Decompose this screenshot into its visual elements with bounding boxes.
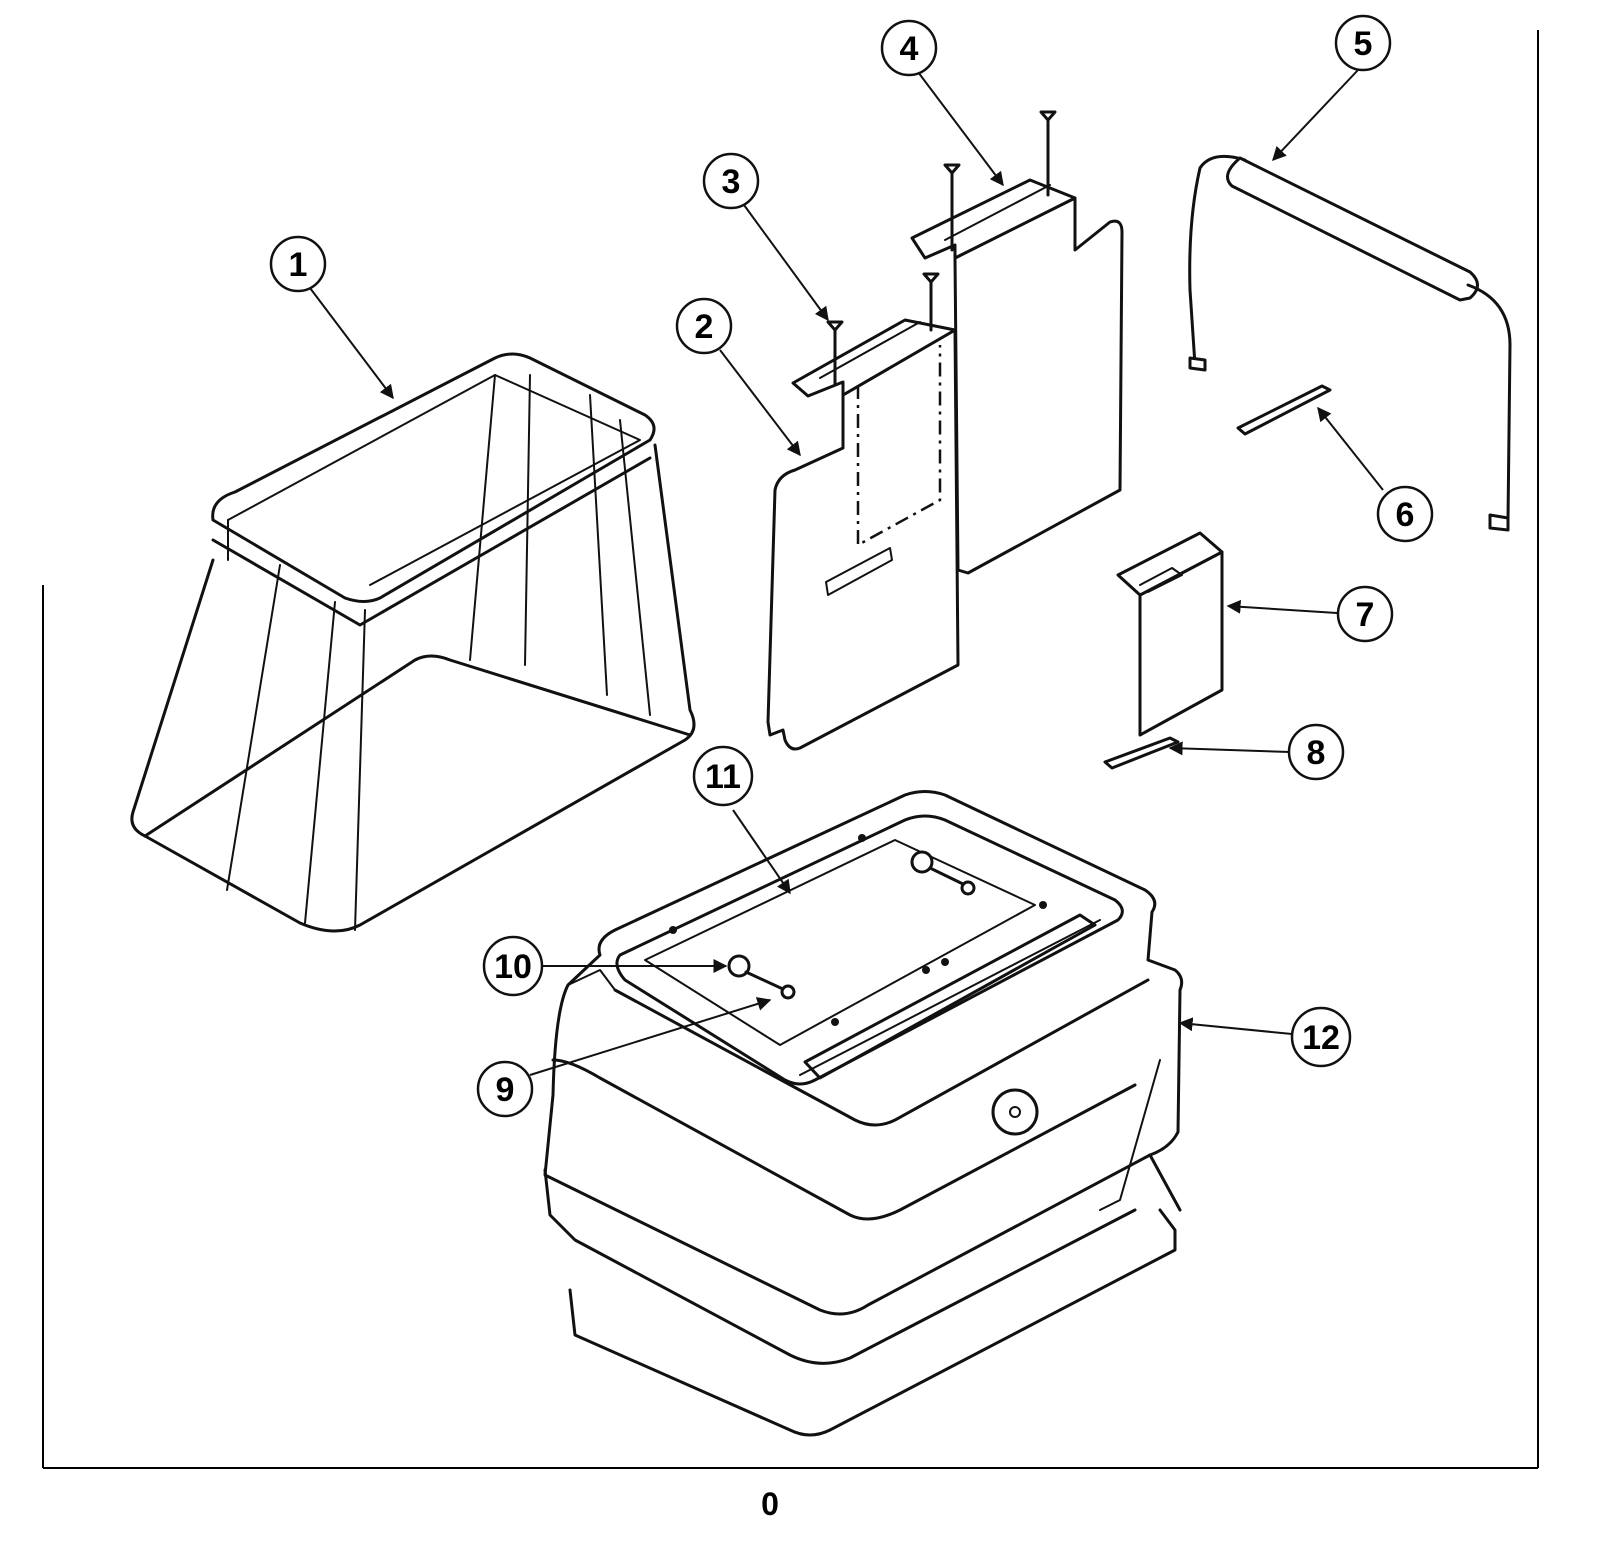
callout-2: 2 <box>675 297 733 355</box>
svg-text:11: 11 <box>705 758 741 796</box>
callout-10: 10 <box>482 935 544 997</box>
part-11-top-gasket <box>615 814 1124 1086</box>
svg-text:2: 2 <box>695 308 714 346</box>
part-3-bracket-screws <box>791 272 957 398</box>
part-12-base-housing <box>543 790 1184 1437</box>
part-10-plug <box>727 850 934 978</box>
part-4-rear-panel <box>910 110 1124 575</box>
callout-6: 6 <box>1376 485 1434 543</box>
callout-4: 4 <box>880 19 938 77</box>
callout-3: 3 <box>702 152 760 210</box>
svg-text:1: 1 <box>289 246 308 284</box>
part-1-bag-frame <box>130 352 696 933</box>
leader-lines <box>309 69 1384 1076</box>
callout-11: 11 <box>692 745 754 807</box>
part-6-strip <box>1236 384 1332 436</box>
svg-text:3: 3 <box>722 163 741 201</box>
svg-text:4: 4 <box>900 30 919 68</box>
svg-text:8: 8 <box>1307 734 1326 772</box>
callout-7: 7 <box>1336 585 1394 643</box>
part-9-pin <box>744 866 976 1000</box>
page-number: 0 <box>761 1486 779 1522</box>
callout-8: 8 <box>1287 723 1345 781</box>
part-8-strip <box>1103 736 1180 770</box>
callout-9: 9 <box>476 1060 534 1118</box>
callout-1: 1 <box>269 235 327 293</box>
part-7-small-panel <box>1116 531 1224 737</box>
svg-text:12: 12 <box>1302 1019 1340 1057</box>
callout-5: 5 <box>1334 14 1392 72</box>
part-5-handle <box>1188 154 1512 532</box>
callout-12: 12 <box>1290 1006 1352 1068</box>
svg-text:10: 10 <box>494 948 532 986</box>
svg-text:6: 6 <box>1396 496 1415 534</box>
svg-text:7: 7 <box>1356 596 1375 634</box>
page-frame <box>42 30 1539 1469</box>
part-2-front-panel <box>766 328 960 751</box>
svg-text:5: 5 <box>1354 25 1373 63</box>
svg-text:9: 9 <box>496 1071 515 1109</box>
